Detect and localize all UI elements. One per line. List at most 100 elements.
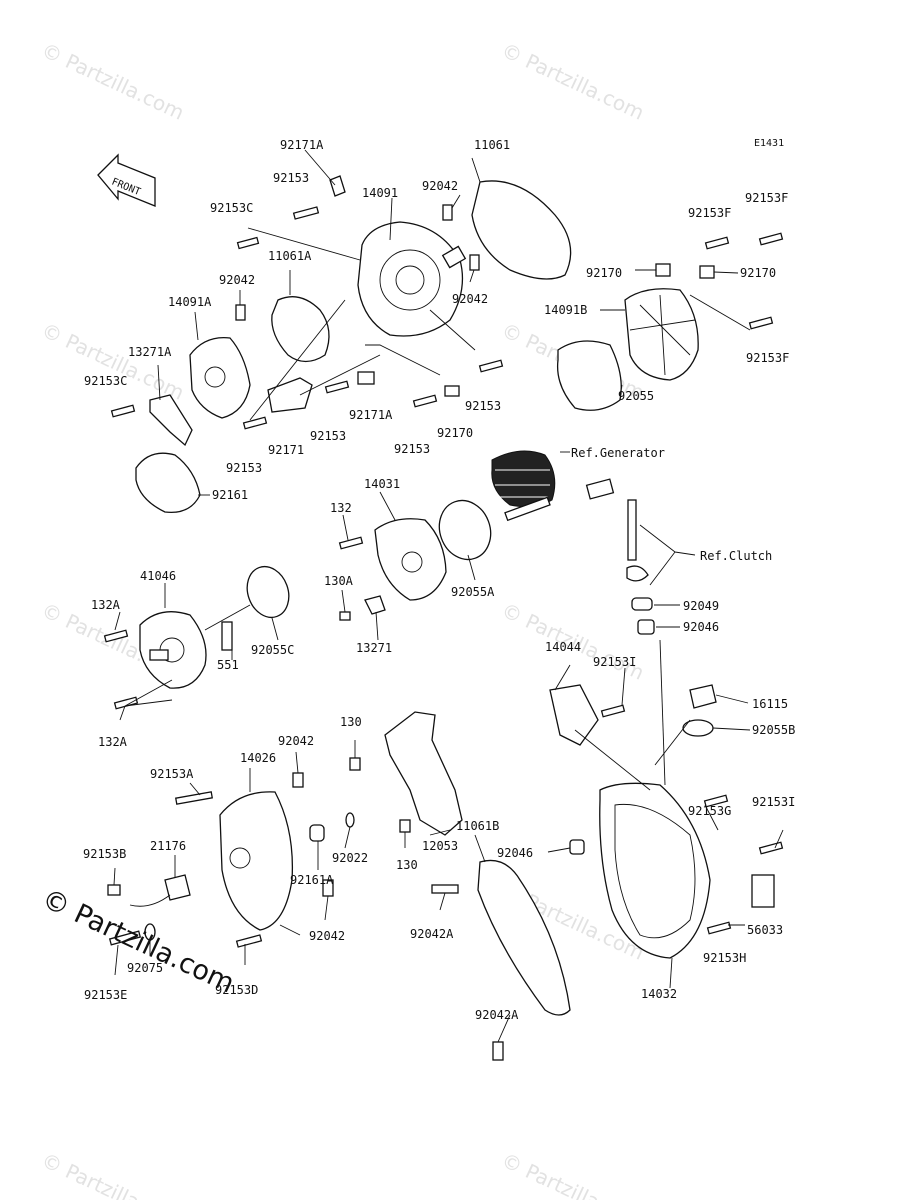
callout-label: 92153A [150,767,194,781]
clutch-rod [627,499,637,561]
callout-label: 92046 [497,846,533,860]
bolt-92153g [703,794,729,808]
sensor-21176 [164,874,191,901]
ref-clutch: Ref.Clutch [700,549,772,563]
callout-label: 92153G [688,804,731,818]
cover-14026 [219,791,294,931]
bolt-92153 [242,416,268,430]
callout-label: 16115 [752,697,788,711]
bushing-92161a [309,824,325,842]
callout-label: 132A [91,598,121,612]
gasket-11061 [471,180,572,280]
bolt-130 [399,819,411,833]
bolt-92153h [706,921,732,935]
callout-label: 13271A [128,345,172,359]
callout-label: 92153 [273,171,309,185]
bolt-92153b [107,884,121,896]
clip [626,565,649,582]
clamp-13271a [149,394,193,447]
clamp-92170 [655,263,671,277]
callout-label: 92153F [688,206,731,220]
callout-label: 92153I [593,655,636,669]
dowel-92042 [442,204,453,221]
callout-label: 92161A [290,873,334,887]
clutch-cover-14032 [599,782,711,959]
watermark: © Partzilla.com [498,38,648,125]
callout-label: 132 [330,501,352,515]
callout-label: 14091 [362,186,398,200]
callout-label: 92171 [268,443,304,457]
callout-label: 11061 [474,138,510,152]
callout-label: 56033 [747,923,783,937]
callout-label: 92042A [410,927,454,941]
bolt-92153f [704,236,730,250]
guard-12053 [384,711,463,836]
ref-generator: Ref.Generator [571,446,665,460]
dowel-92042 [469,254,480,271]
clamp-92170 [699,265,715,279]
cover-14091b [624,288,699,381]
clutch-cover-group [431,639,784,1061]
bolt-92153f [748,316,774,330]
callout-label: 130 [340,715,362,729]
callout-label: 92170 [437,426,473,440]
callout-label: 92055B [752,723,795,737]
callout-label: 92153C [210,201,253,215]
dowel-92042a [492,1041,504,1061]
bolt-132a [113,696,139,710]
callout-label: 92153H [703,951,746,965]
bushing-92046 [637,619,655,635]
clamp-13271 [364,595,386,615]
callout-label: 92055A [451,585,495,599]
callout-label: 92171A [280,138,324,152]
label-56033 [751,874,775,908]
cap-92161 [135,452,201,514]
dowel-92042a [431,884,459,894]
bolt-92153c [110,404,136,418]
clamp-92171a [357,371,375,385]
callout-label: 92153F [746,351,789,365]
clutch-parts-group [585,478,696,635]
callout-label: 92049 [683,599,719,613]
cover-14091b-group [556,232,784,411]
cover-14091 [357,221,464,337]
callout-label: 92042A [475,1008,519,1022]
callout-label: 14091A [168,295,212,309]
bolt-92153 [412,394,438,408]
watermark: © Partzilla.com [498,1148,648,1200]
callout-label: 92153 [394,442,430,456]
pump-41046 [139,611,207,689]
clamp-92171a [329,175,346,197]
cover-14091a [189,336,251,419]
gasket-11061a [271,296,330,363]
washer-92022 [345,812,355,828]
callout-label: 11061B [456,819,499,833]
bolt-92153e [108,930,142,946]
callout-label: 92161 [212,488,248,502]
bolt-92153d [235,934,263,948]
callout-label: 92153 [310,429,346,443]
callout-label: 130 [396,858,418,872]
callout-label: 92042 [452,292,488,306]
callout-label: 13271 [356,641,392,655]
bolt-92153 [478,359,504,373]
cap-16115 [689,684,717,709]
bolt-92153i [600,704,626,718]
bolt-92153 [292,206,320,220]
bolt-92153i [758,841,784,855]
bolt-130 [349,757,361,771]
callout-label: 92153 [465,399,501,413]
watermark: © Partzilla.com [38,318,188,405]
pin-551 [221,621,233,651]
callout-label: 12053 [422,839,458,853]
callout-label: 92075 [127,961,163,975]
callout-label: 92153 [226,461,262,475]
callout-label: 14032 [641,987,677,1001]
bushing-92046 [569,839,585,855]
callout-label: 41046 [140,569,176,583]
callout-label: 92022 [332,851,368,865]
callout-label: 92042 [309,929,345,943]
callout-label: 92055C [251,643,294,657]
gasket-92055 [556,340,622,411]
bolt-132a [103,629,129,643]
